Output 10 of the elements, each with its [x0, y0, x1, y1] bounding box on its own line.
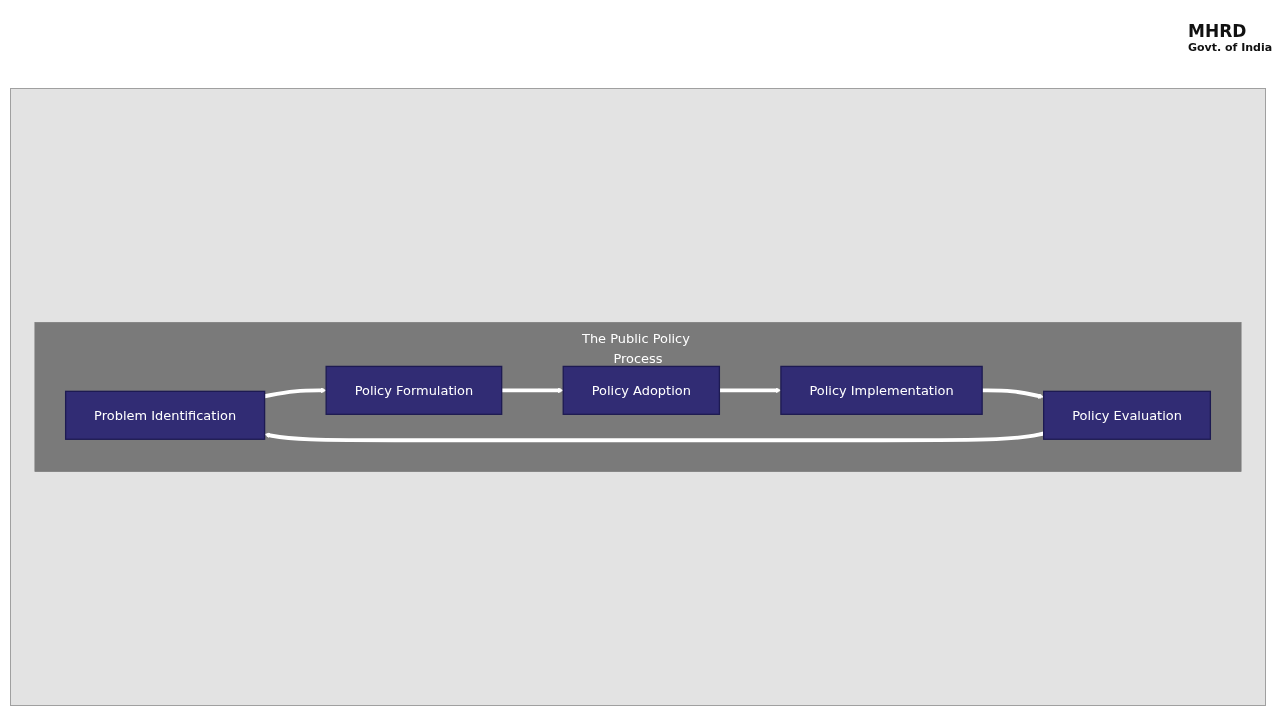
node-box: Policy Implementation [780, 365, 983, 415]
node-box: Policy Adoption [562, 365, 721, 415]
arrow [982, 388, 1044, 399]
header-text: MHRD [1188, 22, 1248, 42]
header-text: Govt. of India [1188, 41, 1273, 55]
arrow [501, 387, 564, 394]
node-box: Policy Evaluation [1043, 390, 1211, 440]
node-box: Problem Identification [64, 390, 266, 440]
node-box: Policy Formulation [325, 365, 503, 415]
arrow [264, 387, 327, 399]
